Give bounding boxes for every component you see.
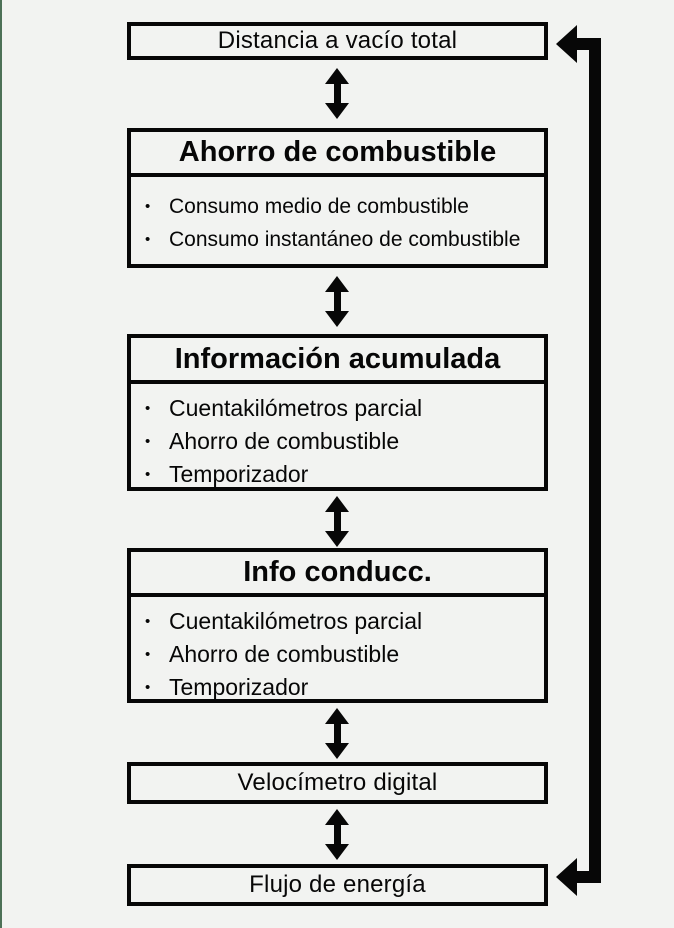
bullet-icon: • bbox=[145, 646, 151, 663]
list-item: • Consumo medio de combustible bbox=[145, 190, 544, 223]
page-edge-line bbox=[0, 0, 2, 928]
list-item-label: Cuentakilómetros parcial bbox=[169, 395, 423, 421]
up-down-arrow-icon bbox=[324, 496, 350, 547]
list-item-label: Ahorro de combustible bbox=[169, 428, 400, 454]
arrowhead-down-icon bbox=[325, 311, 349, 327]
arrowhead-up-icon bbox=[325, 68, 349, 84]
box-title: Info conducc. bbox=[131, 552, 544, 597]
list-item: • Cuentakilómetros parcial bbox=[145, 392, 544, 425]
list-item-label: Consumo medio de combustible bbox=[169, 194, 469, 218]
arrow-shaft bbox=[333, 724, 341, 743]
bullet-icon: • bbox=[145, 400, 151, 417]
list-item: • Consumo instantáneo de combustible bbox=[145, 223, 544, 256]
arrowhead-down-icon bbox=[325, 844, 349, 860]
bullet-icon: • bbox=[145, 231, 151, 248]
list-item-label: Cuentakilómetros parcial bbox=[169, 608, 423, 634]
list-item: • Ahorro de combustible bbox=[145, 425, 544, 458]
box-label: Distancia a vacío total bbox=[217, 27, 458, 54]
loop-connector-line bbox=[576, 871, 601, 883]
list-item-label: Temporizador bbox=[169, 461, 309, 487]
arrow-shaft bbox=[333, 292, 341, 311]
arrowhead-down-icon bbox=[325, 743, 349, 759]
arrow-shaft bbox=[333, 84, 341, 103]
arrowhead-left-icon bbox=[556, 25, 577, 63]
bullet-icon: • bbox=[145, 679, 151, 696]
arrow-shaft bbox=[333, 512, 341, 531]
menu-box-distancia-a-vacio-total: Distancia a vacío total bbox=[127, 22, 548, 60]
bullet-icon: • bbox=[145, 613, 151, 630]
list-item: • Cuentakilómetros parcial bbox=[145, 605, 544, 638]
bullet-icon: • bbox=[145, 466, 151, 483]
arrowhead-up-icon bbox=[325, 708, 349, 724]
list-item: • Temporizador bbox=[145, 671, 544, 704]
list-item-label: Ahorro de combustible bbox=[169, 641, 400, 667]
menu-box-informacion-acumulada: Información acumulada • Cuentakilómetros… bbox=[127, 334, 548, 491]
bullet-icon: • bbox=[145, 198, 151, 215]
arrowhead-left-icon bbox=[556, 858, 577, 896]
loop-connector-line bbox=[589, 38, 601, 883]
arrowhead-up-icon bbox=[325, 276, 349, 292]
box-title: Información acumulada bbox=[131, 338, 544, 384]
menu-box-ahorro-de-combustible: Ahorro de combustible • Consumo medio de… bbox=[127, 128, 548, 268]
up-down-arrow-icon bbox=[324, 68, 350, 119]
arrow-shaft bbox=[333, 825, 341, 844]
arrowhead-up-icon bbox=[325, 809, 349, 825]
box-item-list: • Cuentakilómetros parcial • Ahorro de c… bbox=[131, 384, 544, 491]
bullet-icon: • bbox=[145, 433, 151, 450]
menu-box-velocimetro-digital: Velocímetro digital bbox=[127, 762, 548, 804]
box-title: Ahorro de combustible bbox=[131, 132, 544, 177]
box-label: Flujo de energía bbox=[249, 871, 426, 898]
box-label: Velocímetro digital bbox=[237, 769, 438, 796]
menu-box-info-conducc: Info conducc. • Cuentakilómetros parcial… bbox=[127, 548, 548, 703]
box-item-list: • Cuentakilómetros parcial • Ahorro de c… bbox=[131, 597, 544, 704]
box-item-list: • Consumo medio de combustible • Consumo… bbox=[131, 177, 544, 256]
arrowhead-up-icon bbox=[325, 496, 349, 512]
list-item: • Ahorro de combustible bbox=[145, 638, 544, 671]
menu-box-flujo-de-energia: Flujo de energía bbox=[127, 864, 548, 906]
arrowhead-down-icon bbox=[325, 531, 349, 547]
list-item-label: Consumo instantáneo de combustible bbox=[169, 227, 521, 251]
up-down-arrow-icon bbox=[324, 708, 350, 759]
arrowhead-down-icon bbox=[325, 103, 349, 119]
loop-connector-line bbox=[576, 38, 601, 50]
list-item-label: Temporizador bbox=[169, 674, 309, 700]
up-down-arrow-icon bbox=[324, 809, 350, 860]
list-item: • Temporizador bbox=[145, 458, 544, 491]
up-down-arrow-icon bbox=[324, 276, 350, 327]
